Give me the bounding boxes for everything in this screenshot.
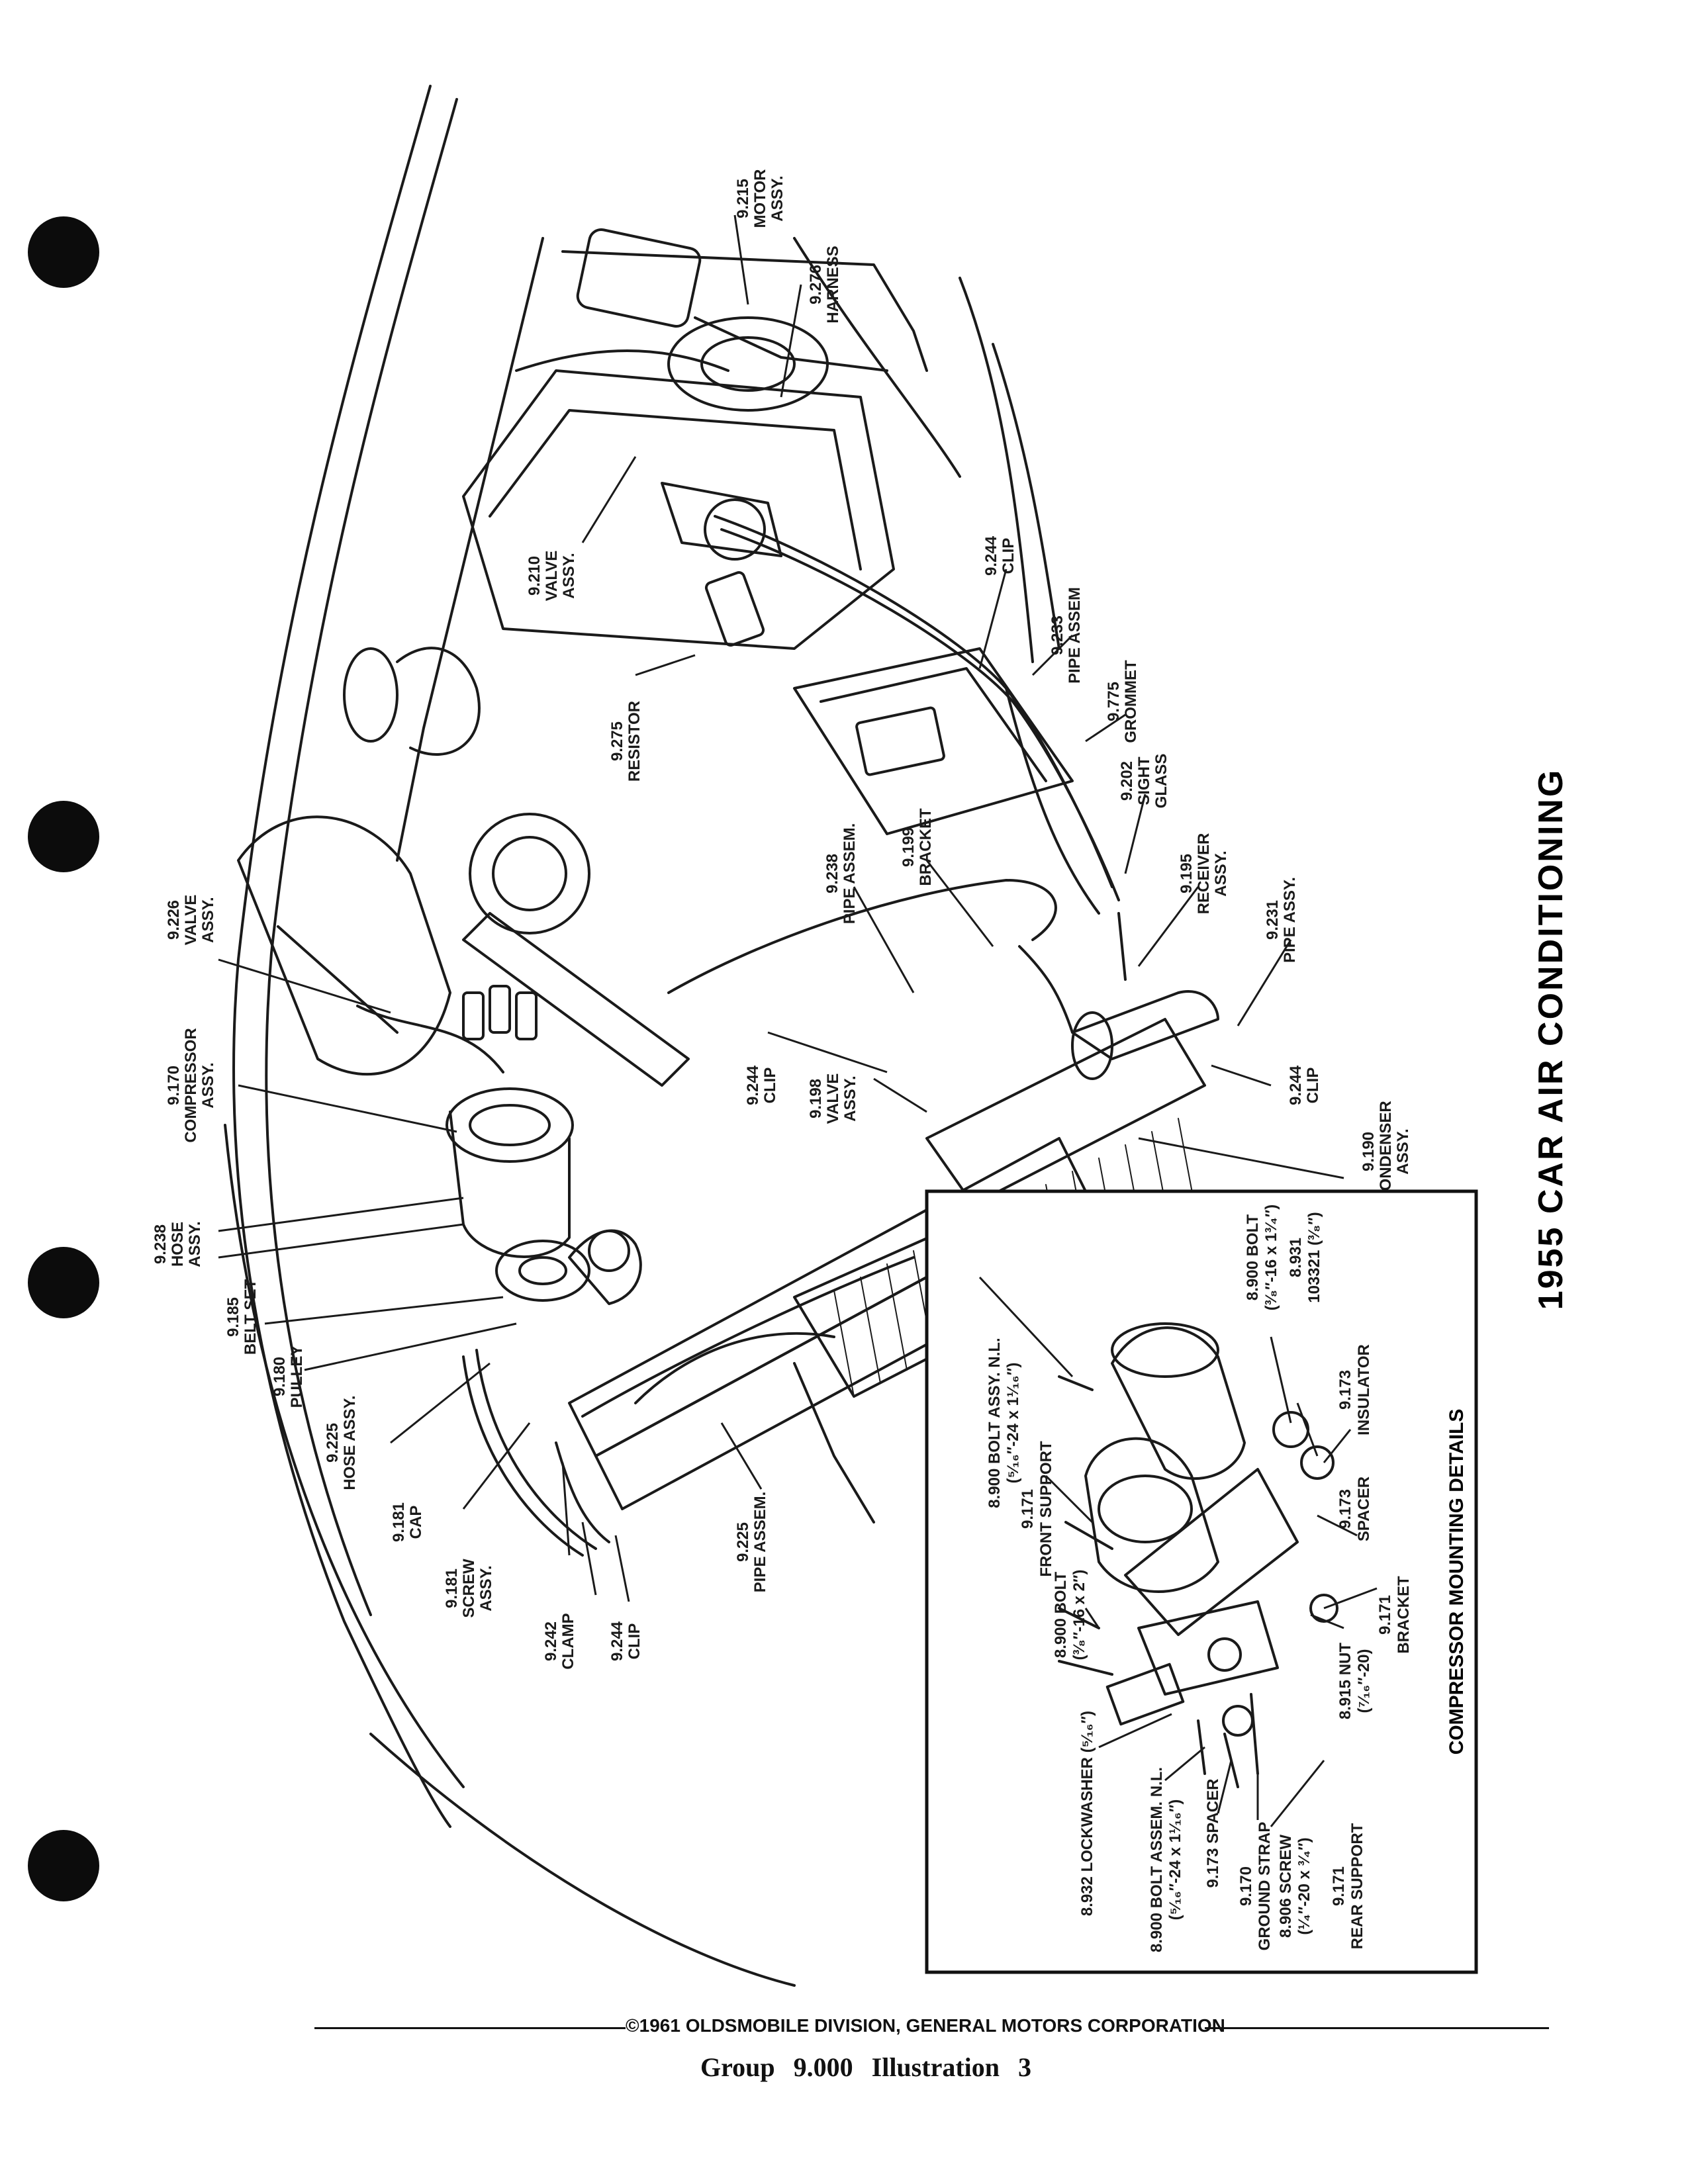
label-condenser-assy: 9.190CONDENSERASSY. bbox=[1360, 1101, 1412, 1202]
group-illustration-line: Group 9.000 Illustration 3 bbox=[700, 2052, 1031, 2083]
inset-label-screw-8906: 8.906 SCREW(¹⁄₄″-20 x ³⁄₄″) bbox=[1277, 1835, 1313, 1938]
label-pipe-assem-9233: 9.233PIPE ASSEM bbox=[1049, 587, 1084, 684]
binder-hole-3 bbox=[28, 1247, 99, 1318]
binder-hole-4 bbox=[28, 1830, 99, 1901]
group-number: 9.000 bbox=[793, 2052, 853, 2082]
inset-title: COMPRESSOR MOUNTING DETAILS bbox=[1446, 1409, 1468, 1755]
footer-rule-right bbox=[1205, 2027, 1549, 2029]
label-clip-9244-right: 9.244CLIP bbox=[1287, 1065, 1322, 1105]
label-sight-glass: 9.202SIGHTGLASS bbox=[1118, 754, 1170, 809]
label-pipe-assem-9225: 9.225PIPE ASSEM. bbox=[734, 1492, 769, 1592]
binder-hole-2 bbox=[28, 801, 99, 872]
group-label: Group bbox=[700, 2052, 775, 2082]
label-pulley: 9.180PULLEY bbox=[271, 1345, 306, 1408]
illustration-label: Illustration bbox=[871, 2052, 1000, 2082]
footer-rule-left bbox=[314, 2027, 626, 2029]
label-compressor-assy: 9.170COMPRESSORASSY. bbox=[165, 1028, 217, 1142]
label-valve-assy-9198: 9.198VALVEASSY. bbox=[807, 1073, 859, 1124]
inset-label-nut-8915: 8.915 NUT(⁷⁄₁₆″-20) bbox=[1336, 1643, 1373, 1719]
illustration-number: 3 bbox=[1018, 2052, 1031, 2082]
inset-label-lockwasher: 8.932 LOCKWASHER (⁵⁄₁₆″) bbox=[1078, 1711, 1096, 1916]
inset-label-insulator: 9.173INSULATOR bbox=[1336, 1344, 1373, 1435]
label-pipe-assy-9231: 9.231PIPE ASSY. bbox=[1264, 877, 1299, 963]
inset-label-bracket-9171: 9.171BRACKET bbox=[1376, 1576, 1413, 1654]
inset-label-spacer-9173b: 9.173 SPACER bbox=[1204, 1779, 1222, 1888]
inset-label-spacer-9173: 9.173SPACER bbox=[1336, 1477, 1373, 1541]
label-belt-set: 9.185BELT SET bbox=[224, 1279, 259, 1355]
inset-label-rear-support: 9.171REAR SUPPORT bbox=[1330, 1823, 1366, 1949]
engine-compartment-drawing bbox=[224, 85, 1219, 1987]
label-clamp: 9.242CLAMP bbox=[542, 1613, 577, 1669]
label-hose-assy-9225: 9.225HOSE ASSY. bbox=[324, 1395, 359, 1490]
label-receiver-assy: 9.195RECEIVERASSY. bbox=[1178, 833, 1230, 915]
label-bracket-9199: 9.199BRACKET bbox=[900, 808, 935, 886]
label-clip-9244-top: 9.244CLIP bbox=[982, 535, 1017, 576]
label-valve-assy-9226: 9.226VALVEASSY. bbox=[165, 895, 217, 945]
inset-label-washer-103321: 8.931103321 (³⁄₈″) bbox=[1287, 1212, 1323, 1302]
label-screw-assy: 9.181SCREWASSY. bbox=[443, 1559, 495, 1618]
inset-leader-lines bbox=[978, 1276, 1378, 1827]
compressor-mounting-inset: COMPRESSOR MOUNTING DETAILS bbox=[925, 1189, 1478, 1974]
label-clip-9244-mid: 9.244CLIP bbox=[744, 1065, 779, 1105]
copyright-line: ©1961 OLDSMOBILE DIVISION, GENERAL MOTOR… bbox=[626, 2015, 1225, 2036]
leader-lines bbox=[218, 214, 1344, 1602]
callout-labels: 9.215MOTORASSY. 9.276HARNESS 9.210VALVEA… bbox=[152, 169, 1412, 1670]
page-title: 1955 CAR AIR CONDITIONING bbox=[1532, 768, 1570, 1310]
label-hose-assy-9238: 9.238HOSEASSY. bbox=[152, 1221, 204, 1267]
inset-label-front-support: 9.171FRONT SUPPORT bbox=[1019, 1441, 1055, 1577]
label-pipe-assem-9238: 9.238PIPE ASSEM. bbox=[823, 823, 859, 924]
label-resistor: 9.275RESISTOR bbox=[608, 701, 643, 782]
inset-label-bolt-8900-mid: 8.900 BOLT(³⁄₈″-16 x 2″) bbox=[1052, 1570, 1088, 1661]
inset-label-bolt-assem-nl: 8.900 BOLT ASSEM. N.L.(⁵⁄₁₆″-24 x 1¹⁄₁₆″… bbox=[1148, 1767, 1184, 1952]
inset-label-bolt-8900-top: 8.900 BOLT(³⁄₈″-16 x 1³⁄₄″) bbox=[1244, 1205, 1280, 1310]
binder-hole-1 bbox=[28, 216, 99, 288]
label-cap: 9.181CAP bbox=[390, 1502, 425, 1542]
inset-label-bolt-assy-nl: 8.900 BOLT ASSY. N.L.(⁵⁄₁₆″-24 x 1¹⁄₁₆″) bbox=[986, 1338, 1022, 1508]
inset-drawing bbox=[1058, 1322, 1338, 1788]
label-motor-assy: 9.215MOTORASSY. bbox=[734, 169, 786, 228]
label-valve-assy-9210: 9.210VALVEASSY. bbox=[526, 551, 578, 601]
label-clip-9244-bottom: 9.244CLIP bbox=[608, 1621, 643, 1661]
label-grommet: 9.775GROMMET bbox=[1105, 660, 1140, 743]
label-harness: 9.276HARNESS bbox=[807, 246, 842, 323]
inset-label-ground-strap: 9.170GROUND STRAP bbox=[1237, 1822, 1274, 1951]
